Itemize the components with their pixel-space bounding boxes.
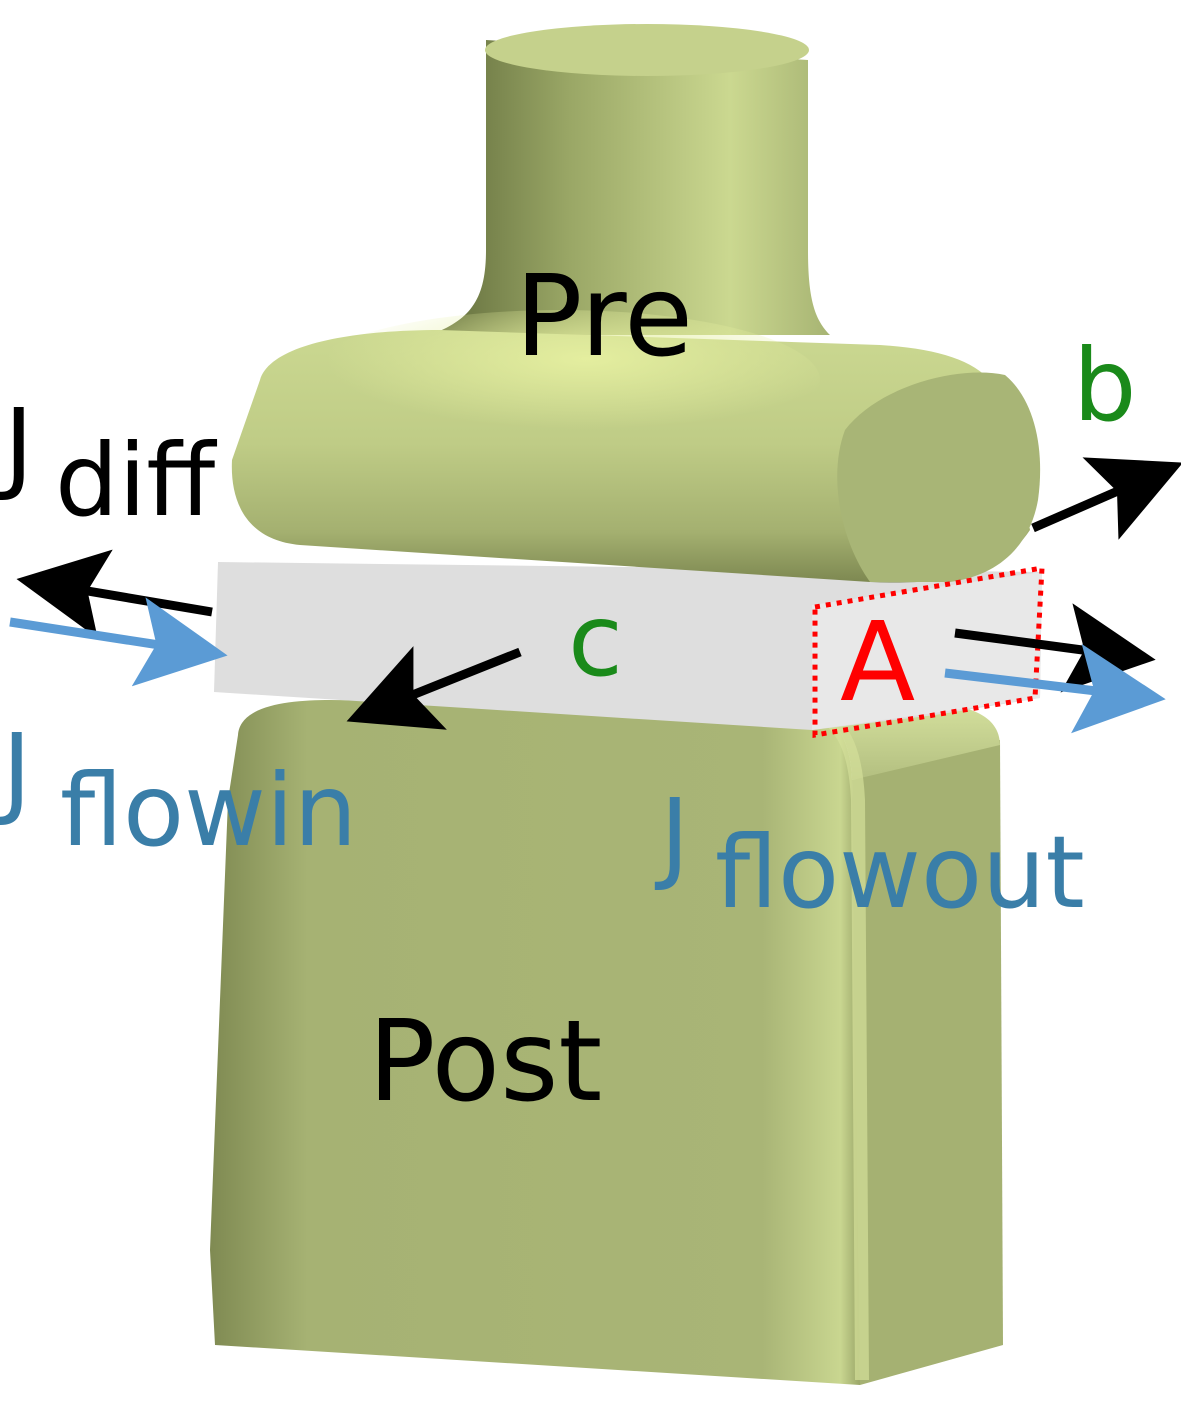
c-label: c <box>568 582 623 699</box>
arrow-j-diff-left <box>16 549 213 639</box>
a-label: A <box>840 598 915 726</box>
arrow-b <box>1031 457 1181 540</box>
pre-label: Pre <box>515 252 693 382</box>
j-flowin-subscript: flowin <box>60 752 357 869</box>
j-flowout-subscript: flowout <box>715 814 1085 931</box>
postsynaptic-shape <box>210 700 1003 1385</box>
presynaptic-neck <box>430 24 830 335</box>
j-flowout-symbol: J <box>654 777 690 894</box>
j-flowout-label: J flowout <box>654 777 1085 931</box>
j-flowin-symbol: J <box>0 712 32 829</box>
b-label: b <box>1073 327 1136 444</box>
j-diff-symbol: J <box>0 387 34 504</box>
arrow-j-flowin <box>9 597 228 687</box>
arrow-j-flowout <box>944 643 1166 734</box>
arrow-c <box>346 646 522 730</box>
presynaptic-shape <box>231 310 1041 583</box>
j-diff-subscript: diff <box>55 422 217 539</box>
j-flowin-label: J flowin <box>0 712 357 869</box>
post-label: Post <box>368 997 602 1127</box>
j-diff-label: J diff <box>0 387 217 539</box>
